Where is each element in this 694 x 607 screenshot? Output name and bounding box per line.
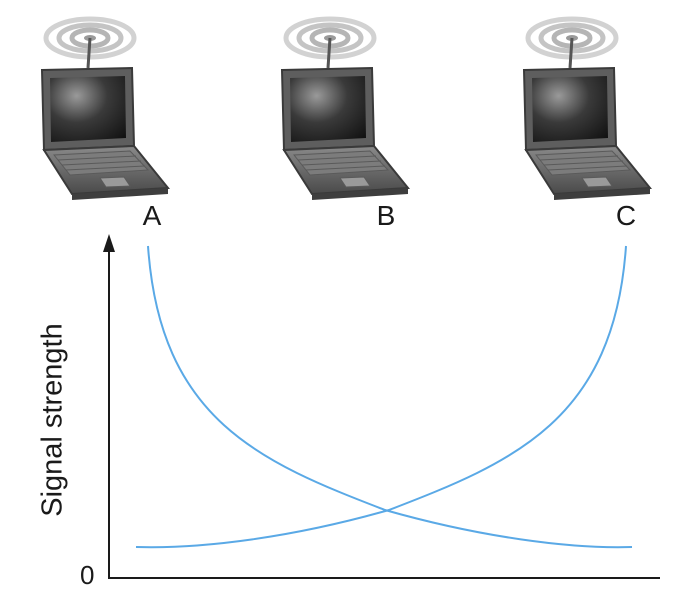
- y-axis-label: Signal strength: [36, 323, 69, 517]
- node-label-c: C: [615, 200, 637, 231]
- signal-curve-a: [147, 245, 633, 549]
- signal-curve-c: [135, 245, 627, 549]
- origin-label: 0: [80, 560, 95, 590]
- node-label-b: B: [376, 200, 396, 231]
- laptop-c-icon: [524, 19, 650, 200]
- laptop-b-icon: [282, 19, 408, 200]
- y-axis-arrowhead: [103, 234, 115, 252]
- node-label-a: A: [142, 200, 162, 231]
- laptop-a-icon: [42, 19, 168, 200]
